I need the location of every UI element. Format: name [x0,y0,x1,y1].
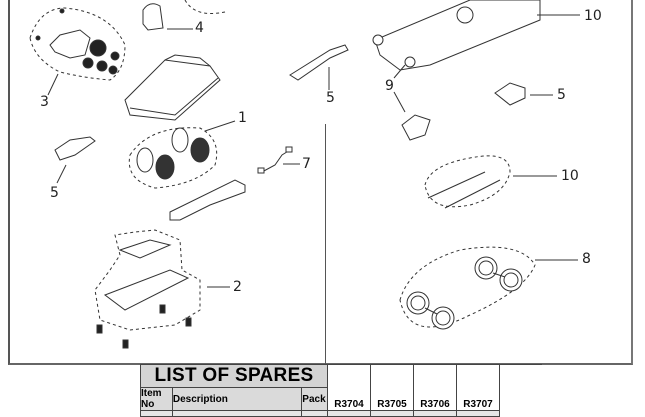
column-header-r3707: R3707 [456,364,500,411]
callout-4: 4 [195,20,204,36]
exploded-parts-drawing [29,0,580,349]
callout-7: 7 [302,156,311,172]
column-header-item-no: Item No [140,387,173,411]
buffer-beam-parts-icon [393,64,431,141]
column-header-r3704: R3704 [327,364,371,411]
callout-9: 9 [385,78,394,94]
column-header-r3705: R3705 [370,364,414,411]
gearbox-group-icon [29,7,126,96]
underframe-chassis-icon [372,0,580,71]
callout-5-lever: 5 [326,90,335,106]
table-row-partial [140,410,542,417]
pickup-plate-icon [169,179,246,221]
callout-10-underframe: 10 [584,8,602,24]
brake-lever-icon [289,44,349,90]
callout-5-coupling: 5 [50,185,59,201]
column-header-r3706: R3706 [413,364,457,411]
motor-mount-icon [142,0,226,31]
powered-wheelsets-icon [128,120,236,189]
wire-harness-icon [257,146,300,174]
callout-5-mount: 5 [557,87,566,103]
chassis-block-icon [124,54,221,121]
table-spacer [499,364,542,411]
callout-8: 8 [582,251,591,267]
callout-3: 3 [40,94,49,110]
coupling-mount-icon [494,82,553,106]
spares-table: LIST OF SPARES R3704 R3705 R3706 R3707 I… [140,364,542,417]
callout-10-rods: 10 [561,168,579,184]
callout-2: 2 [233,279,242,295]
brake-rods-icon [424,155,557,209]
column-header-pack: Pack [301,387,328,411]
column-header-description: Description [171,387,303,411]
section-divider [325,124,326,403]
spoked-wheelsets-icon [399,246,578,330]
keeper-plate-group-icon [94,229,230,349]
callout-1: 1 [238,110,247,126]
coupling-pocket-icon [54,136,96,184]
spares-table-title: LIST OF SPARES [140,364,328,388]
